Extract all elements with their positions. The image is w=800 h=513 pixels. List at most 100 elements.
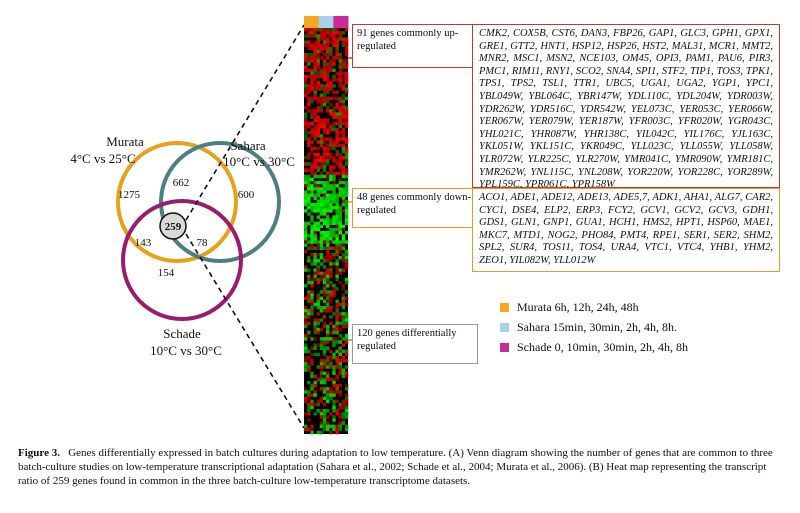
heatmap-cell xyxy=(304,28,308,32)
heatmap-cell xyxy=(322,380,327,385)
heatmap-cell xyxy=(322,46,327,51)
heatmap-cell xyxy=(335,202,339,207)
heatmap-cell xyxy=(304,305,308,310)
heatmap-cell xyxy=(341,143,346,147)
legend-murata: Murata 6h, 12h, 24h, 48h xyxy=(500,300,639,315)
heatmap-cell xyxy=(335,184,339,188)
heatmap-cell xyxy=(307,152,311,157)
heatmap-cell xyxy=(304,412,308,416)
heatmap-cell xyxy=(326,193,330,197)
heatmap-cell xyxy=(322,427,327,432)
figure: Murata 4°C vs 25°C Sahara 10°C vs 30°C S… xyxy=(70,16,780,435)
heatmap-cell xyxy=(335,143,339,147)
heatmap-cell xyxy=(310,218,314,222)
heatmap-cell xyxy=(326,424,330,429)
heatmap-cell xyxy=(319,137,324,141)
heatmap-cell xyxy=(319,231,324,235)
heatmap-cell xyxy=(332,227,336,232)
heatmap-cell xyxy=(338,240,343,244)
heatmap-cell xyxy=(322,99,327,104)
heatmap-cell xyxy=(341,84,346,88)
heatmap-cell xyxy=(322,181,327,185)
heatmap-cell xyxy=(329,255,333,260)
heatmap-cell xyxy=(307,362,311,366)
heatmap-cell xyxy=(316,159,321,163)
heatmap-cell xyxy=(335,259,339,263)
heatmap-cell xyxy=(307,330,311,335)
heatmap-cell xyxy=(313,255,317,260)
heatmap-cell xyxy=(332,37,336,41)
heatmap-cell xyxy=(344,115,349,119)
zoom-line-top xyxy=(185,24,305,221)
heatmap-cell xyxy=(344,315,349,319)
heatmap-cell xyxy=(322,74,327,79)
heatmap-cell xyxy=(332,90,336,94)
heatmap-cell xyxy=(344,262,349,266)
heatmap-cell xyxy=(326,159,330,163)
heatmap-cell xyxy=(344,296,349,300)
heatmap-cell xyxy=(335,234,339,238)
heatmap-cell xyxy=(304,40,308,44)
heatmap-cell xyxy=(319,71,324,76)
heatmap-cell xyxy=(313,221,317,226)
heatmap-cell xyxy=(319,43,324,48)
heatmap-cell xyxy=(304,231,308,235)
heatmap-cell xyxy=(341,343,346,347)
heatmap-cell xyxy=(335,56,339,60)
heatmap-cell xyxy=(319,343,324,347)
heatmap-cell xyxy=(307,418,311,422)
heatmap-cell xyxy=(341,252,346,257)
heatmap-cell xyxy=(332,206,336,210)
heatmap-cell xyxy=(335,49,339,54)
heatmap-cell xyxy=(310,28,314,32)
heatmap-cell xyxy=(313,68,317,73)
heatmap-cell xyxy=(310,240,314,244)
heatmap-cell xyxy=(338,327,343,332)
heatmap-cell xyxy=(335,218,339,222)
heatmap-cell xyxy=(310,215,314,219)
heatmap-cell xyxy=(307,87,311,91)
heatmap-cell xyxy=(316,293,321,297)
heatmap-cell xyxy=(307,196,311,201)
heatmap-cell xyxy=(319,143,324,147)
heatmap-cell xyxy=(313,28,317,32)
heatmap-cell xyxy=(341,246,346,251)
heatmap-cell xyxy=(304,227,308,232)
heatmap-cell xyxy=(341,255,346,260)
heatmap-cell xyxy=(326,177,330,182)
heatmap-cell xyxy=(332,390,336,394)
heatmap-cell xyxy=(329,152,333,157)
heatmap-cell xyxy=(329,31,333,35)
heatmap-cell xyxy=(326,87,330,91)
heatmap-cell xyxy=(310,168,314,172)
heatmap-cell xyxy=(322,37,327,41)
heatmap-cell xyxy=(332,174,336,179)
heatmap-cell xyxy=(316,296,321,300)
heatmap-cell xyxy=(304,77,308,82)
heatmap-cell xyxy=(338,218,343,222)
heatmap-cell xyxy=(326,374,330,379)
heatmap-cell xyxy=(316,271,321,276)
heatmap-cell xyxy=(307,62,311,66)
heatmap-cell xyxy=(326,56,330,60)
heatmap-cell xyxy=(322,90,327,94)
heatmap-cell xyxy=(307,99,311,104)
heatmap-cell xyxy=(310,259,314,263)
heatmap-cell xyxy=(341,312,346,316)
heatmap-cell xyxy=(326,324,330,329)
caption-text: Genes differentially expressed in batch … xyxy=(18,447,773,488)
heatmap-cell xyxy=(313,231,317,235)
heatmap-cell xyxy=(316,199,321,204)
heatmap-cell xyxy=(319,87,324,91)
heatmap-cell xyxy=(344,405,349,410)
zoom-line-bottom xyxy=(185,233,305,429)
heatmap-cell xyxy=(332,337,336,341)
heatmap-cell xyxy=(338,402,343,407)
heatmap-cell xyxy=(329,305,333,310)
heatmap-cell xyxy=(310,234,314,238)
heatmap-cell xyxy=(332,156,336,160)
heatmap-cell xyxy=(338,312,343,316)
heatmap-cell xyxy=(329,174,333,179)
heatmap-cell xyxy=(322,271,327,276)
heatmap-cell xyxy=(326,237,330,241)
